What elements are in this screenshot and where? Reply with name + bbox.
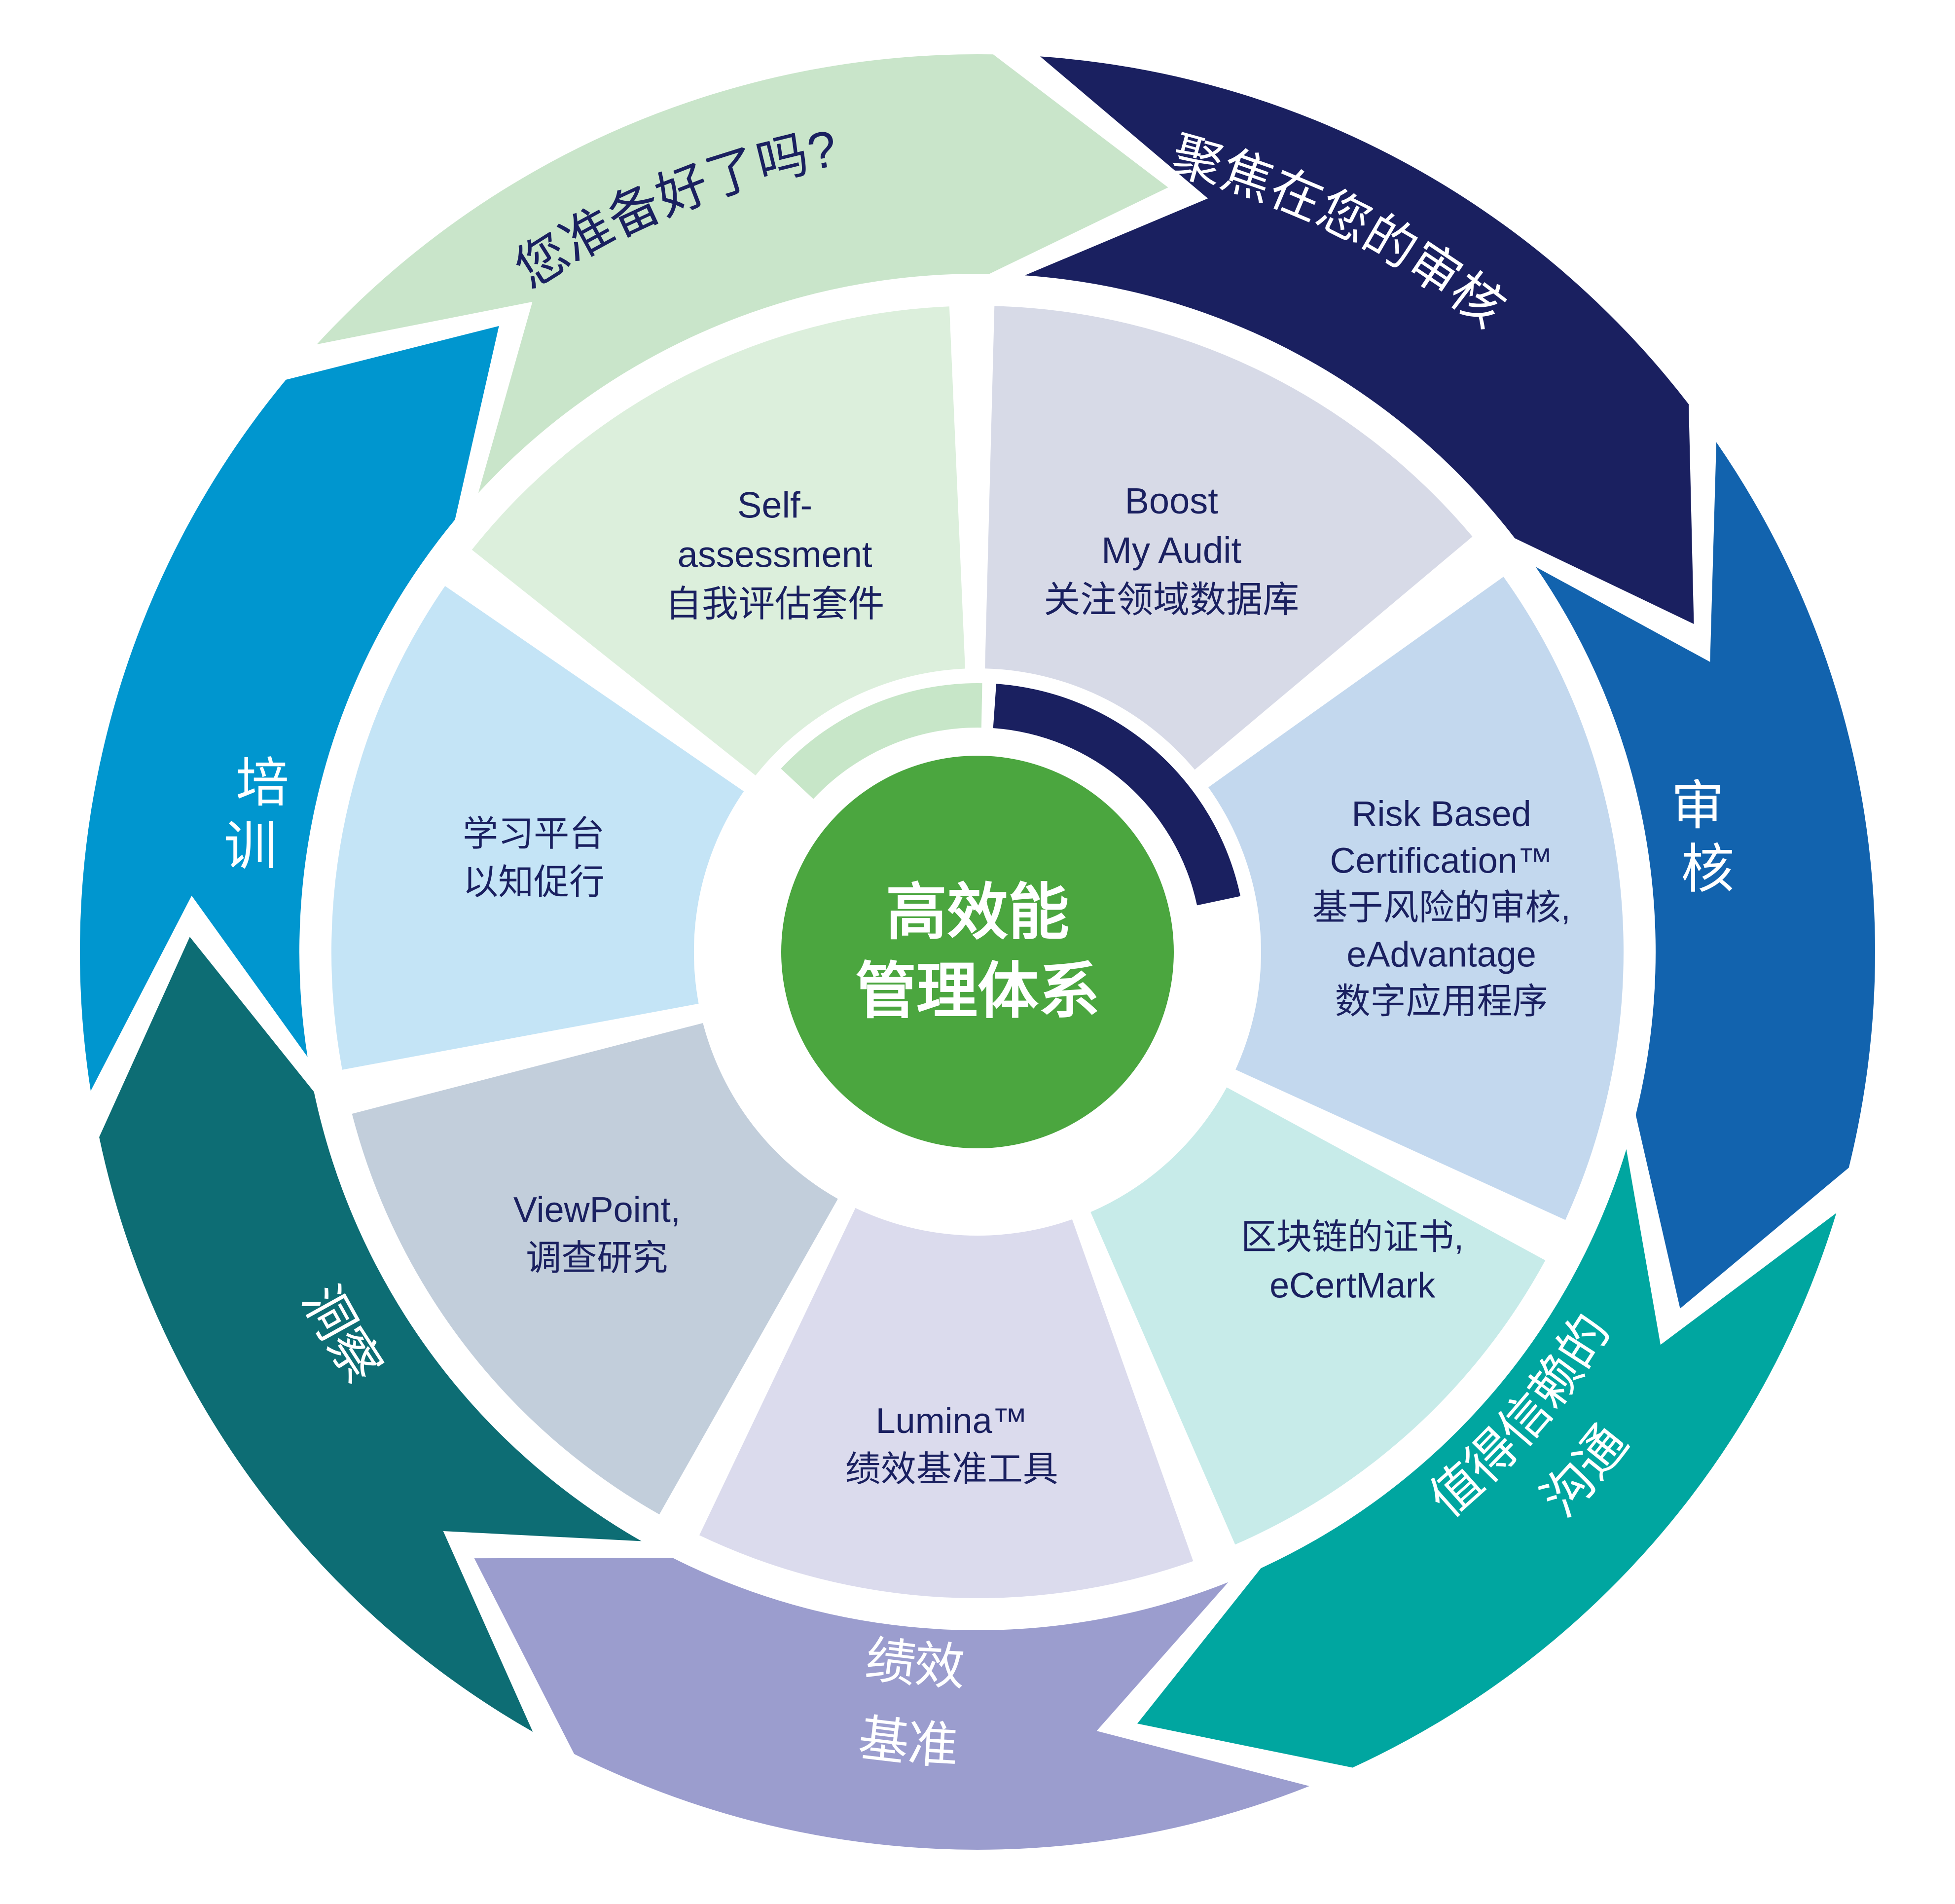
outer-ring-label-performance-benchmark: 基准 xyxy=(856,1710,960,1774)
outer-ring-label-performance-benchmark: 绩效 xyxy=(863,1631,967,1695)
inner-ring-segment-learning-platform: 学习平台以知促行 xyxy=(331,586,744,1070)
inner-ring-shape-viewpoint xyxy=(352,1023,838,1515)
outer-ring-label-audit: 审 xyxy=(1671,775,1724,835)
outer-ring-segment-insight: 洞察 xyxy=(99,937,642,1732)
outer-ring-shape-performance-benchmark xyxy=(474,1558,1309,1850)
outer-ring-label-training: 培 xyxy=(236,753,289,813)
inner-ring-shape-ecertmark xyxy=(1090,1087,1546,1545)
outer-ring-shape-trusted-communication xyxy=(1137,1149,1837,1768)
inner-ring-shape-boost-my-audit xyxy=(985,306,1473,770)
inner-ring-label-learning-platform: 学习平台以知促行 xyxy=(463,814,605,902)
inner-ring-label-ecertmark: 区块链的证书,eCertMark xyxy=(1241,1218,1464,1306)
outer-ring-shape-audit xyxy=(1535,442,1875,1309)
accent-arc-boost-my-audit-accent xyxy=(993,684,1241,906)
inner-ring-shape-risk-based-certification xyxy=(1208,577,1624,1220)
inner-ring-segment-viewpoint: ViewPoint,调查研究 xyxy=(352,1023,838,1515)
inner-ring-segment-ecertmark: 区块链的证书,eCertMark xyxy=(1090,1087,1546,1545)
outer-ring-shape-training xyxy=(79,326,499,1091)
outer-ring-shape-get-ready xyxy=(317,54,1168,493)
outer-ring-label-audit: 核 xyxy=(1681,839,1734,899)
inner-ring-shape-self-assessment xyxy=(471,306,965,776)
inner-ring-label-lumina: Lumina™绩效基准工具 xyxy=(845,1401,1058,1489)
inner-ring-segment-lumina: Lumina™绩效基准工具 xyxy=(699,1208,1194,1599)
outer-ring-label-training: 训 xyxy=(224,816,277,876)
outer-ring-segment-performance-benchmark: 绩效基准 xyxy=(474,1558,1309,1850)
center-title: 高效能管理体系 xyxy=(855,879,1100,1025)
inner-ring-label-viewpoint: ViewPoint,调查研究 xyxy=(513,1190,681,1278)
center-circle xyxy=(781,756,1174,1148)
inner-ring-shape-lumina xyxy=(699,1208,1194,1599)
outer-ring-segment-training: 培训 xyxy=(79,326,499,1091)
outer-ring-shape-insight xyxy=(99,937,642,1732)
inner-ring-shape-learning-platform xyxy=(331,586,744,1070)
accent-arc-self-assessment-accent xyxy=(781,683,982,799)
outer-ring-shape-focus-on-your-audit xyxy=(1024,56,1694,624)
outer-ring-segment-audit: 审核 xyxy=(1535,442,1875,1309)
